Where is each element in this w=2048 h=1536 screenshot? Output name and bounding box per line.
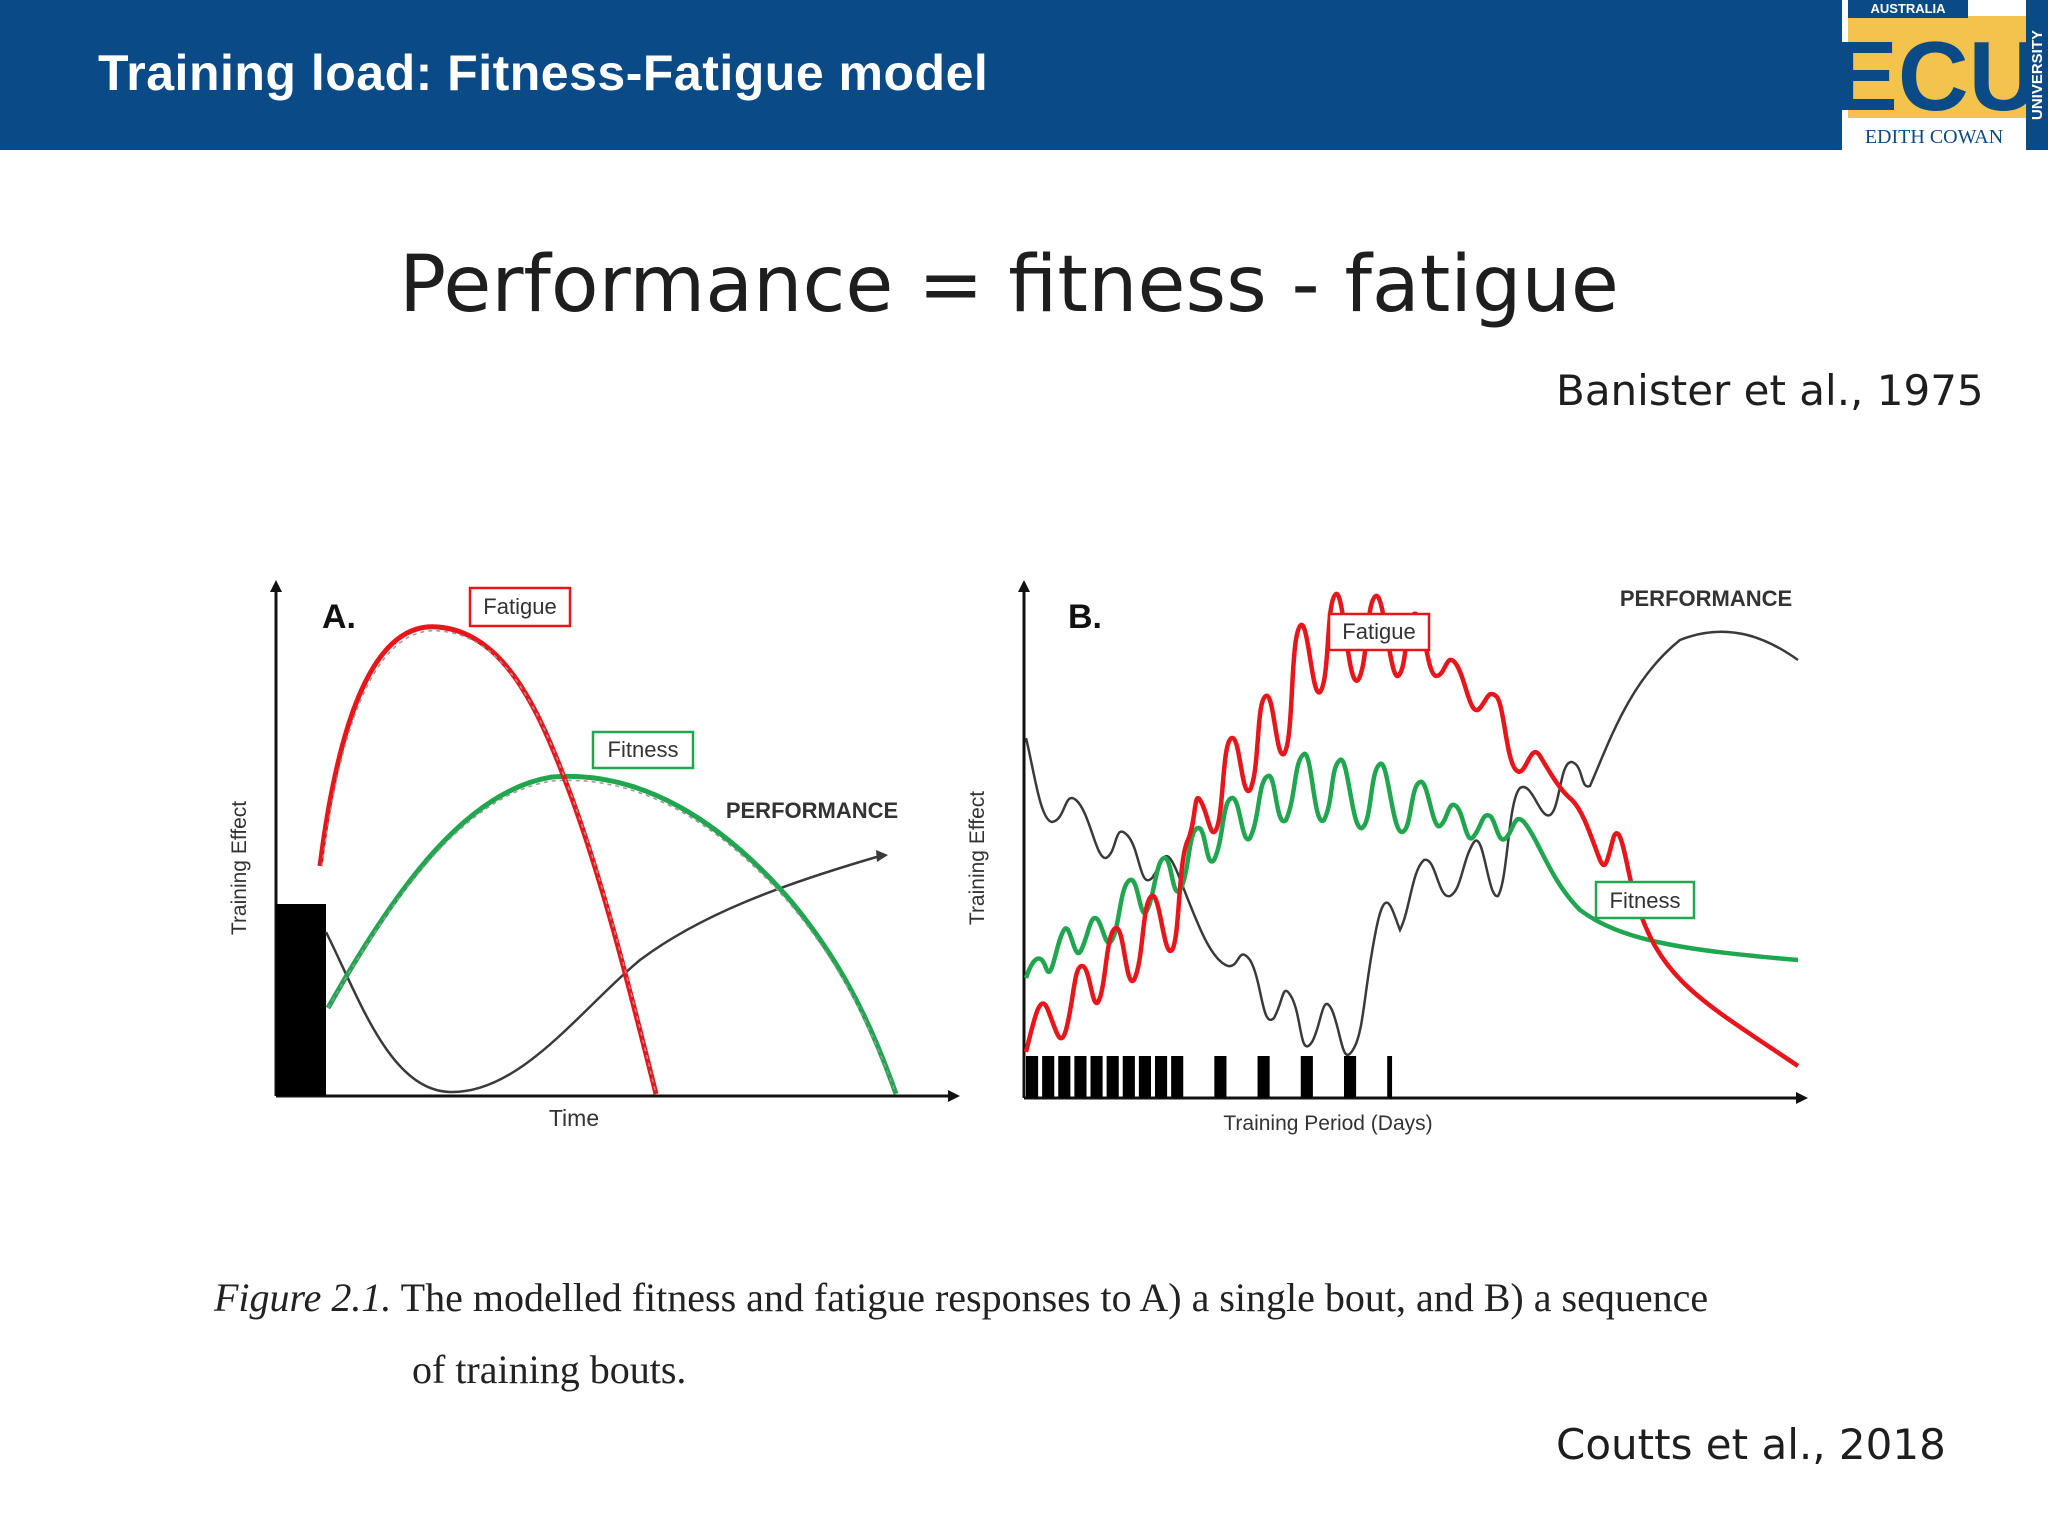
- panel-b-xlabel: Training Period (Days): [1223, 1112, 1432, 1135]
- panel-a-fitness-legend-box: [591, 730, 695, 770]
- panel-b-training-bout: [1155, 1056, 1168, 1098]
- ecu-logo: AUSTRALIA ECU EDITH COWAN UNIVERSITY: [1842, 0, 2048, 150]
- panel-b-performance-curve: [1024, 630, 1799, 1057]
- panel-b-training-bout: [1138, 1056, 1151, 1098]
- panel-b-training-bout: [1257, 1056, 1270, 1098]
- panel-a-xlabel: Time: [549, 1105, 599, 1131]
- panel-b: B. Training Period (Days) Training Effec…: [966, 580, 1808, 1135]
- formula-heading: Performance = fitness - fatigue: [0, 240, 2048, 330]
- panel-b-performance-label: PERFORMANCE: [1620, 586, 1792, 611]
- panel-a-fatigue-label: Fatigue: [483, 594, 556, 619]
- panel-a-y-arrow: [270, 580, 282, 592]
- panel-b-training-bouts: [1026, 1056, 1393, 1098]
- panel-b-fatigue-legend-box: [1327, 612, 1431, 652]
- panel-b-fatigue-curve: [1023, 591, 1800, 1068]
- panel-b-training-bout: [1122, 1056, 1135, 1098]
- logo-side-text: UNIVERSITY: [2029, 30, 2046, 120]
- panel-b-training-bout: [1042, 1056, 1055, 1098]
- panel-a-fatigue-model-curve: [321, 630, 657, 1095]
- logo-bottom-text: EDITH COWAN: [1865, 126, 2003, 148]
- panel-b-training-bout: [1058, 1056, 1071, 1098]
- panel-a: A. Time Training Effect Fatigue Fitness …: [228, 580, 960, 1131]
- formula-text: Performance = fitness - fatigue: [399, 240, 1619, 330]
- panel-b-label: B.: [1068, 598, 1102, 636]
- panel-a-performance-curve: [324, 854, 881, 1094]
- panel-a-ylabel: Training Effect: [228, 801, 251, 935]
- panel-b-fitness-curve: [1023, 751, 1799, 979]
- panel-b-x-arrow: [1796, 1092, 1808, 1104]
- panel-a-fitness-label: Fitness: [608, 737, 679, 762]
- panel-a-fitness-curve: [325, 773, 899, 1095]
- caption-line-1: The modelled fitness and fatigue respons…: [391, 1275, 1709, 1320]
- logo-top-text: AUSTRALIA: [1870, 1, 1946, 16]
- panel-b-training-bout: [1106, 1056, 1119, 1098]
- logo-mark: ECU: [1842, 21, 2039, 131]
- panel-a-training-bout: [276, 904, 326, 1096]
- panel-b-y-arrow: [1018, 580, 1030, 592]
- panel-b-training-bout: [1090, 1056, 1103, 1098]
- panel-b-ylabel: Training Effect: [966, 791, 989, 925]
- citation-coutts: Coutts et al., 2018: [1556, 1420, 1946, 1469]
- panel-b-training-bout: [1074, 1056, 1087, 1098]
- panel-a-fatigue-legend-box: [468, 586, 572, 628]
- citation-banister: Banister et al., 1975: [1556, 366, 1984, 415]
- panel-b-training-bout: [1171, 1056, 1184, 1098]
- panel-b-training-bout: [1300, 1056, 1313, 1098]
- panel-b-training-bout: [1387, 1056, 1393, 1098]
- panel-b-training-bout: [1214, 1056, 1227, 1098]
- panel-b-fatigue-label: Fatigue: [1342, 619, 1415, 644]
- panel-b-training-bout: [1026, 1056, 1039, 1098]
- panel-a-performance-label: PERFORMANCE: [726, 798, 898, 823]
- panel-b-fitness-legend-box: [1594, 880, 1696, 920]
- figure-caption: Figure 2.1. The modelled fitness and fat…: [214, 1262, 1814, 1406]
- panel-a-performance-arrow: [876, 850, 888, 862]
- panel-a-fitness-model-curve: [327, 779, 897, 1095]
- panel-b-fitness-label: Fitness: [1610, 888, 1681, 913]
- caption-label: Figure 2.1.: [214, 1275, 392, 1320]
- slide-header: Training load: Fitness-Fatigue model AUS…: [0, 0, 2048, 150]
- panel-a-label: A.: [322, 598, 356, 636]
- caption-line-2: of training bouts.: [412, 1347, 687, 1392]
- panel-a-x-arrow: [948, 1090, 960, 1102]
- panel-b-training-bout: [1343, 1056, 1357, 1098]
- slide-title: Training load: Fitness-Fatigue model: [98, 45, 989, 101]
